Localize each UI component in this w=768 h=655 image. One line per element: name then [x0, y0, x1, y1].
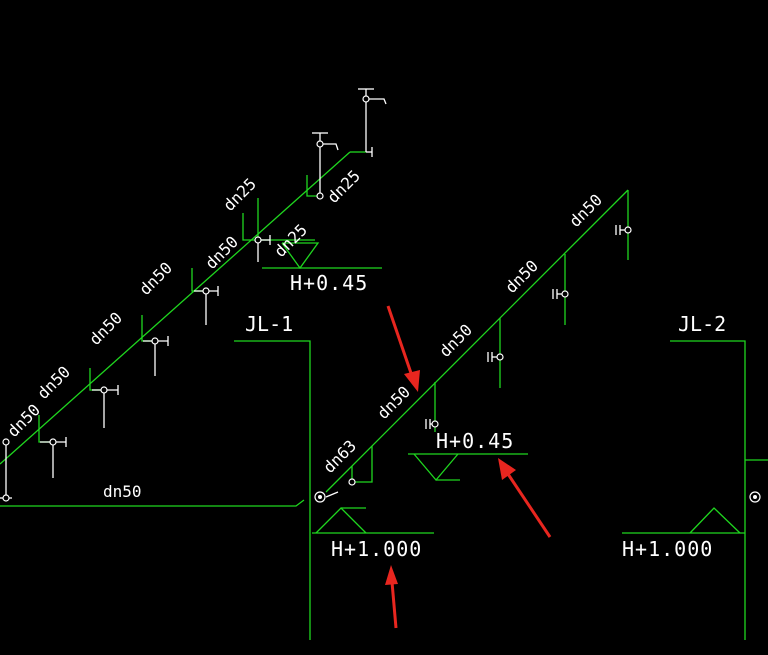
- left-fixtures: [0, 88, 387, 502]
- valve-icon: [749, 491, 761, 503]
- fixture-drop-5: [242, 213, 258, 241]
- branch-drop: [351, 446, 373, 483]
- elevation-marker-middle: [408, 453, 528, 482]
- horizontal-pipe: [0, 499, 305, 507]
- left-diagonal-branch: [0, 151, 366, 465]
- riser-jl1-pipe: [234, 340, 311, 640]
- riser-jl2-label: JL-2: [678, 312, 726, 336]
- elevation-marker-left-top: [262, 242, 382, 270]
- fixture-valve-icon: [425, 419, 439, 429]
- elevation-label-jl2: H+1.000: [622, 537, 713, 561]
- elevation-marker-jl1: [312, 507, 434, 534]
- pipe-size-label: dn50: [501, 256, 542, 297]
- pipe-size-label: dn50: [103, 482, 142, 501]
- fixture-valve-icon: [487, 352, 504, 362]
- fixture-drop-2: [89, 368, 104, 391]
- valve-icon: [314, 491, 339, 503]
- middle-fixtures: [348, 225, 632, 486]
- pipe-size-label: dn50: [373, 382, 414, 423]
- fixture-drop-4: [191, 268, 206, 292]
- red-arrow-icon: [385, 565, 398, 629]
- left-diagonal-pipe: [0, 151, 351, 465]
- riser-jl2-pipe: [670, 340, 746, 640]
- fixture-valve-icon: [552, 289, 569, 299]
- fixture-faucet-icon: [40, 437, 67, 478]
- pipe-size-label: dn50: [3, 400, 44, 441]
- pipe-size-label: dn50: [33, 362, 74, 403]
- elevation-label-jl1: H+1.000: [331, 537, 422, 561]
- elevation-label-middle: H+0.45: [436, 429, 514, 453]
- pipe-size-label: dn50: [135, 258, 176, 299]
- pipe-size-label: dn50: [565, 190, 606, 231]
- fixture-valve-icon: [615, 225, 632, 235]
- fixture-valve-icon: [348, 478, 356, 486]
- fixture-faucet-icon: [254, 235, 271, 262]
- fixture-faucet-icon: [143, 336, 169, 376]
- annotation-arrows: [385, 305, 552, 629]
- pipe-size-label: dn50: [435, 320, 476, 361]
- fixture-drop-7: [306, 175, 320, 197]
- fixture-shower-icon: [312, 132, 339, 200]
- elevation-label-left-top: H+0.45: [290, 271, 368, 295]
- fixture-faucet-icon: [0, 438, 12, 502]
- riser-jl2: [670, 340, 746, 640]
- red-arrow-icon: [498, 458, 552, 538]
- pipe-size-label: dn25: [219, 174, 260, 215]
- red-arrow-icon: [386, 305, 420, 392]
- pipe-size-label: dn63: [319, 436, 360, 477]
- elevation-marker-jl2: [622, 507, 745, 534]
- fixture-shower-icon: [358, 88, 387, 157]
- fixture-faucet-icon: [92, 385, 119, 428]
- horizontal-main: [0, 499, 305, 507]
- riser-jl1-label: JL-1: [245, 312, 293, 336]
- riser-jl1: [234, 340, 311, 640]
- fixture-faucet-icon: [194, 286, 219, 325]
- pipe-size-label: dn25: [323, 166, 364, 207]
- middle-diagonal-pipe: [325, 189, 629, 493]
- pipe-size-label: dn50: [85, 308, 126, 349]
